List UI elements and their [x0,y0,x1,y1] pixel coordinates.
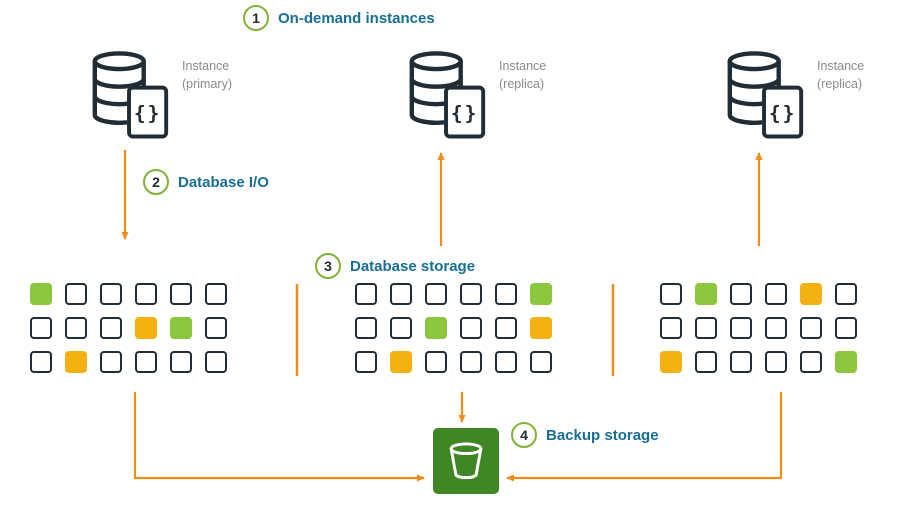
instance-label-line1: Instance [182,59,230,73]
storage-cell-empty [170,351,192,373]
storage-cell-empty [765,283,787,305]
storage-cell-empty [30,317,52,339]
database-instance-icon: {} [727,51,804,139]
storage-cell-empty [65,317,87,339]
storage-cell-empty [100,283,122,305]
storage-cell-empty [100,317,122,339]
storage-cell-empty [460,351,482,373]
code-glyph: {} [769,102,796,125]
step-2-badge: 2 [143,169,169,195]
storage-grid-row [355,317,552,339]
storage-cell-empty [730,351,752,373]
storage-cell-empty [800,351,822,373]
storage-cell-empty [425,283,447,305]
storage-cell-yellow [65,351,87,373]
step-3-badge: 3 [315,253,341,279]
instance-label-line2: (replica) [817,76,863,91]
storage-cell-empty [65,283,87,305]
storage-cell-empty [495,317,517,339]
step-4-label: Backup storage [546,426,659,444]
code-glyph: {} [451,102,478,125]
storage-cell-yellow [800,283,822,305]
step-1-label: On-demand instances [278,9,435,27]
storage-cell-empty [695,351,717,373]
storage-grid-2 [355,283,552,373]
instance-primary-label: Instance (primary) [182,58,232,93]
storage-cell-empty [170,283,192,305]
storage-cell-empty [800,317,822,339]
step-1-badge: 1 [243,5,269,31]
storage-cell-empty [660,283,682,305]
storage-cell-empty [355,283,377,305]
storage-grid-3 [660,283,857,373]
storage-cell-empty [765,317,787,339]
storage-grid-row [660,283,857,305]
instance-replica-2-label: Instance (replica) [817,58,864,93]
grid1-backup-arrow [133,392,425,482]
storage-grid-row [30,283,227,305]
storage-grid-row [355,351,552,373]
storage-cell-empty [730,283,752,305]
instance-label-line2: (replica) [499,76,545,91]
storage-cell-yellow [135,317,157,339]
instance-label-line1: Instance [817,59,865,73]
storage-cell-empty [730,317,752,339]
instance-replica-1: {} Instance (replica) [403,46,546,140]
storage-cell-empty [425,351,447,373]
storage-cell-green [695,283,717,305]
storage-cell-empty [205,317,227,339]
storage-cell-empty [205,283,227,305]
storage-cell-green [835,351,857,373]
storage-cell-empty [30,351,52,373]
storage-grid-row [30,317,227,339]
instance-label-line2: (primary) [182,76,232,91]
storage-cell-empty [660,317,682,339]
storage-cell-empty [460,317,482,339]
storage-grid-row [660,351,857,373]
instance-replica-1-label: Instance (replica) [499,58,546,93]
step-4-group: 4 Backup storage [511,422,659,448]
database-instance-icon: {} [92,51,169,139]
step-3-group: 3 Database storage [315,253,475,279]
storage-cell-empty [835,317,857,339]
storage-cell-empty [355,351,377,373]
instance-primary: {} Instance (primary) [86,46,232,140]
storage-cell-empty [495,283,517,305]
instance-replica-2: {} Instance (replica) [721,46,864,140]
backup-bucket [433,428,499,494]
storage-grid-1 [30,283,227,373]
storage-cell-yellow [390,351,412,373]
storage-cell-empty [205,351,227,373]
storage-cell-empty [530,351,552,373]
storage-cell-empty [390,283,412,305]
storage-cell-empty [135,283,157,305]
storage-cell-green [170,317,192,339]
step-2-group: 2 Database I/O [143,169,269,195]
storage-grid-row [355,283,552,305]
database-instance-icon: {} [409,51,486,139]
storage-cell-empty [100,351,122,373]
step-1-group: 1 On-demand instances [243,5,435,31]
storage-grid-row [660,317,857,339]
step-4-badge: 4 [511,422,537,448]
step-2-label: Database I/O [178,173,269,191]
storage-cell-empty [765,351,787,373]
storage-cell-empty [390,317,412,339]
storage-cell-green [530,283,552,305]
code-glyph: {} [134,102,161,125]
s3-bucket-icon [449,442,483,480]
storage-cell-empty [355,317,377,339]
storage-cell-empty [695,317,717,339]
storage-grid-row [30,351,227,373]
storage-cell-empty [460,283,482,305]
instance-label-line1: Instance [499,59,547,73]
storage-cell-empty [135,351,157,373]
step-3-label: Database storage [350,257,476,275]
storage-cell-empty [835,283,857,305]
storage-cell-yellow [660,351,682,373]
storage-cell-green [30,283,52,305]
storage-cell-empty [495,351,517,373]
storage-cell-yellow [530,317,552,339]
storage-cell-green [425,317,447,339]
